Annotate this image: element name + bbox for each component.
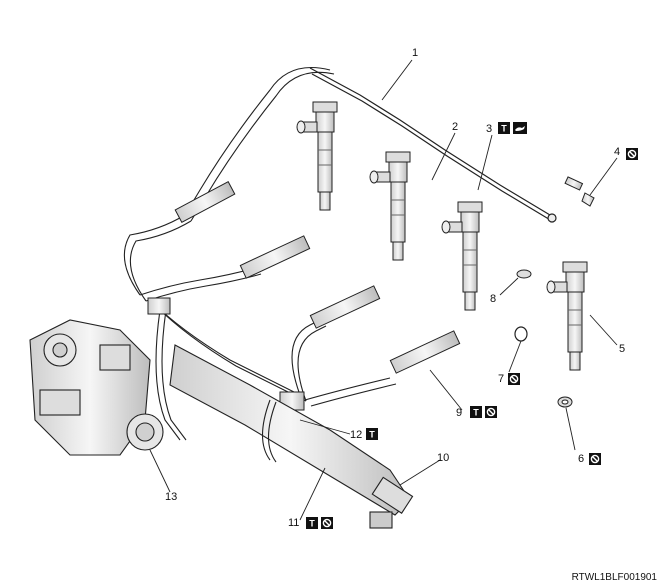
oil-can-icon (513, 122, 527, 134)
no-reuse-icon (507, 372, 521, 386)
callout-10: 10 (437, 452, 449, 464)
wiring-harness (123, 66, 397, 441)
callout-4: 4 (614, 146, 620, 158)
injector-3 (441, 201, 483, 311)
callout-11: 11 (288, 517, 299, 529)
injector-4 (546, 261, 588, 371)
torque-icon (306, 517, 318, 529)
no-reuse-icon (484, 405, 498, 419)
torque-icon (366, 428, 378, 440)
injector-2 (369, 151, 411, 261)
common-rail (169, 344, 414, 529)
gasket-6 (557, 396, 573, 408)
no-reuse-icon (625, 147, 639, 161)
callout-7: 7 (498, 373, 504, 385)
callout-12: 12 (350, 429, 362, 441)
leak-off-pipe (309, 67, 557, 223)
callout-5: 5 (619, 343, 625, 355)
figure-code: RTWL1BLF001901 (571, 572, 657, 583)
injector-1 (296, 101, 338, 211)
callout-6: 6 (578, 453, 584, 465)
callout-3: 3 (486, 123, 492, 135)
callout-2: 2 (452, 121, 458, 133)
no-reuse-icon (320, 516, 334, 530)
callouts: 1 2 3 4 5 6 7 8 9 10 11 12 13 (165, 47, 625, 529)
torque-icon (470, 406, 482, 418)
bolt-part-4 (564, 176, 595, 207)
torque-icon (498, 122, 510, 134)
o-ring-7 (514, 326, 528, 342)
callout-13: 13 (165, 491, 177, 503)
gasket-8 (516, 269, 532, 279)
leader-lines (149, 59, 618, 521)
fuel-supply-pump (29, 319, 164, 456)
callout-9: 9 (456, 407, 462, 419)
callout-8: 8 (490, 293, 496, 305)
callout-1: 1 (412, 47, 418, 59)
no-reuse-icon (588, 452, 602, 466)
